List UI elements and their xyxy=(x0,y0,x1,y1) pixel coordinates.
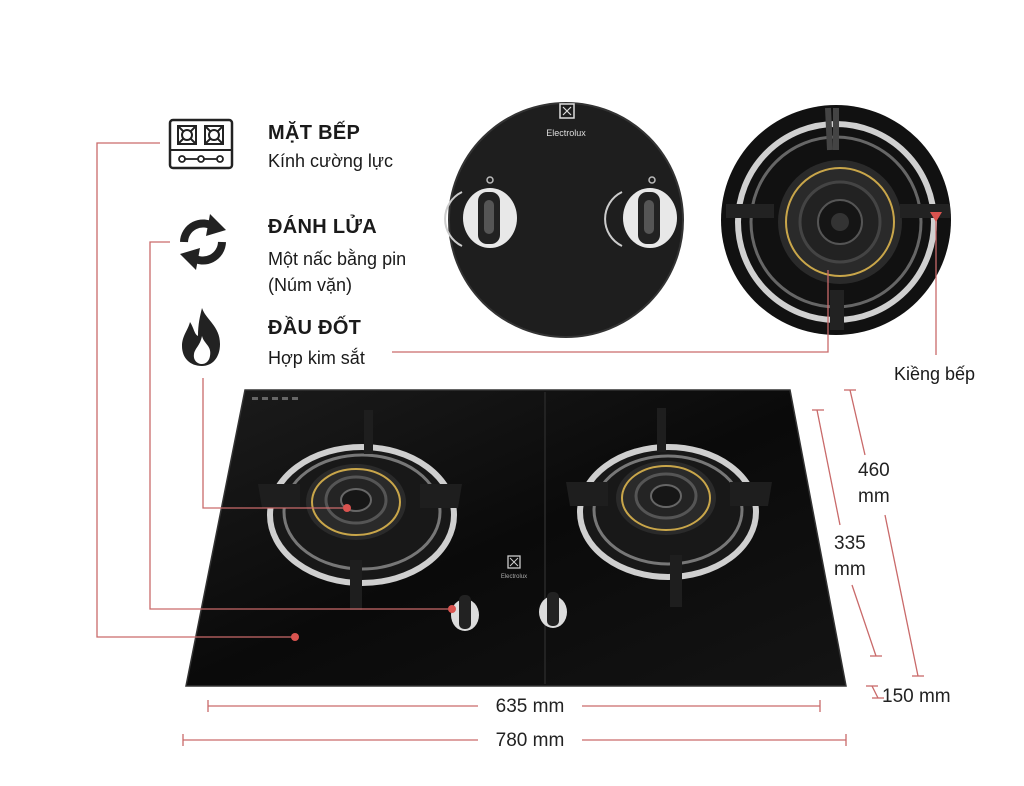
zoom-right-knob xyxy=(604,176,677,248)
zoom-brand-text: Electrolux xyxy=(546,128,586,138)
feature-subtitle-ignition-1: Một nấc bằng pin xyxy=(268,249,407,269)
grate-label: Kiềng bếp xyxy=(894,364,976,384)
feature-subtitle-ignition-2: (Núm vặn) xyxy=(268,275,353,295)
cooktop-icon xyxy=(168,118,234,170)
dim-depth-total-unit: mm xyxy=(858,486,890,507)
center-brand-logo xyxy=(507,555,521,569)
marker-surface xyxy=(291,633,299,641)
knob-zoom-circle xyxy=(444,102,684,338)
dim-width-cutout: 635 mm xyxy=(495,696,565,717)
burner-zoom-circle xyxy=(721,105,951,335)
zoom-brand-logo xyxy=(559,103,575,119)
center-brand-text: Electrolux xyxy=(501,574,527,580)
marker-burner xyxy=(343,504,351,512)
dim-depth-cutout-unit: mm xyxy=(834,559,866,580)
feature-title-burner: ĐẦU ĐỐT xyxy=(268,317,362,339)
feature-subtitle-burner: Hợp kim sắt xyxy=(268,348,365,368)
leader-ignition xyxy=(149,241,452,610)
dim-height: 150 mm xyxy=(882,686,951,707)
left-burner xyxy=(258,410,462,610)
dim-depth-total-value: 460 xyxy=(858,460,890,481)
marker-ignition xyxy=(448,605,456,613)
dim-depth-cutout-value: 335 xyxy=(834,533,866,554)
leader-burner xyxy=(202,378,346,509)
feature-title-surface: MẶT BẾP xyxy=(268,122,361,144)
left-knob xyxy=(451,595,479,631)
flame-icon xyxy=(176,306,228,368)
dim-line-460 xyxy=(849,389,866,456)
leader-burner-zoom xyxy=(392,270,829,353)
right-burner xyxy=(566,408,772,607)
feature-subtitle-surface: Kính cường lực xyxy=(268,151,393,171)
feature-title-ignition: ĐÁNH LỬA xyxy=(268,216,377,238)
ignition-cycle-icon xyxy=(176,210,230,274)
dim-line-335 xyxy=(816,409,841,526)
leader-surface xyxy=(96,142,294,638)
right-knob xyxy=(539,592,567,628)
zoom-left-knob xyxy=(444,176,517,248)
dim-width-total: 780 mm xyxy=(495,730,565,751)
marker-grate xyxy=(930,212,942,222)
dim-line-150 xyxy=(871,685,879,699)
